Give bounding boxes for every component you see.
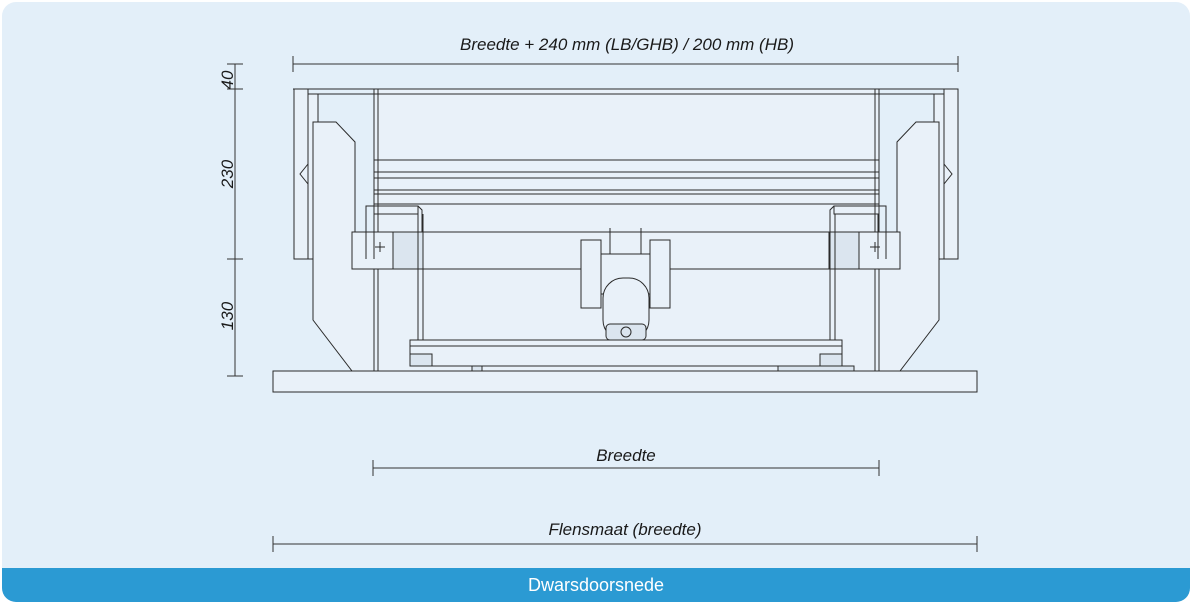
frame-structure [272, 88, 978, 393]
top-width-dimension: Breedte + 240 mm (LB/GHB) / 200 mm (HB) [292, 35, 959, 72]
height-top-label: 40 [218, 70, 237, 89]
top-width-label: Breedte + 240 mm (LB/GHB) / 200 mm (HB) [460, 35, 794, 54]
height-dimensions: 40 230 130 [218, 63, 243, 377]
cross-section-drawing: Breedte + 240 mm (LB/GHB) / 200 mm (HB) … [218, 35, 978, 552]
height-bottom-label: 130 [218, 301, 237, 330]
flange-width-label: Flensmaat (breedte) [548, 520, 701, 539]
caption-text: Dwarsdoorsnede [527, 574, 665, 595]
inner-width-dimension: Breedte [372, 446, 880, 476]
caption-bar: Dwarsdoorsnede [2, 568, 1190, 602]
height-mid-label: 230 [218, 159, 237, 189]
inner-width-label: Breedte [596, 446, 656, 465]
flange-width-dimension: Flensmaat (breedte) [272, 520, 978, 552]
